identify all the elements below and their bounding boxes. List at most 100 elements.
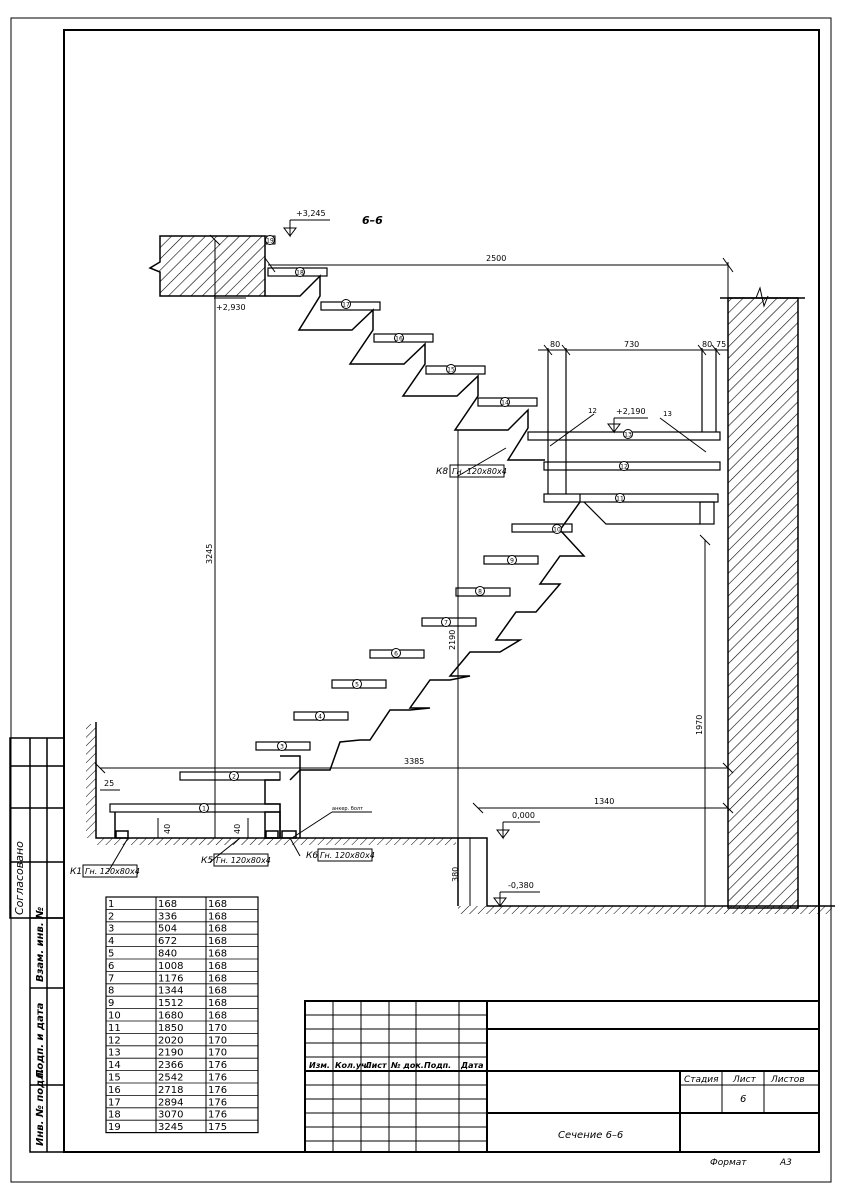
step-marker xyxy=(615,493,625,503)
step-marker xyxy=(446,364,456,374)
step-table-cell: 168 xyxy=(208,936,227,947)
dim-gap-40a: 40 xyxy=(163,824,172,834)
dim-landing-80b: 80 xyxy=(702,340,712,349)
step-table-cell: 2020 xyxy=(158,1035,183,1046)
dim-upper-span: 2500 xyxy=(486,254,506,263)
step-marker xyxy=(475,586,485,596)
left-hatch xyxy=(86,724,96,838)
step-table-cell: 9 xyxy=(108,998,114,1009)
dim-landing-80a: 80 xyxy=(550,340,560,349)
dim-wall-height: 1970 xyxy=(695,715,704,735)
step-table-cell: 14 xyxy=(108,1060,121,1071)
step-table-cell: 17 xyxy=(108,1097,121,1108)
lower-stringer xyxy=(289,501,586,781)
step-marker-label: 15 xyxy=(447,367,455,374)
step-table-cell: 2894 xyxy=(158,1097,183,1108)
step-table-cell: 168 xyxy=(208,899,227,910)
upper-stringer xyxy=(265,274,545,461)
stamp-agreed: Согласовано xyxy=(13,841,26,915)
step-table-cell: 2542 xyxy=(158,1073,183,1084)
step-marker xyxy=(623,429,633,439)
step-marker-label: 7 xyxy=(444,620,448,627)
tb-col-izm: Изм. xyxy=(309,1061,330,1070)
elev-floor: 0,000 xyxy=(512,811,535,820)
step-table-cell: 2190 xyxy=(158,1048,183,1059)
callout-k1: К1 Гн. 120х80х4 xyxy=(70,864,140,878)
tb-col-kol: Кол.уч. xyxy=(335,1061,370,1070)
tb-format-label: Формат xyxy=(710,1158,747,1168)
tb-stage: Стадия xyxy=(684,1075,719,1085)
k1-profile: Гн. 120х80х4 xyxy=(85,867,140,876)
step-table-cell: 168 xyxy=(208,973,227,984)
tb-format-value: А3 xyxy=(779,1158,792,1168)
upper-slab xyxy=(148,235,266,297)
step-table-cell: 13 xyxy=(108,1048,121,1059)
step-marker-label: 5 xyxy=(355,682,359,689)
dim-gap-40b: 40 xyxy=(233,824,242,834)
step-table-cell: 168 xyxy=(208,986,227,997)
k6-box xyxy=(317,848,373,862)
step-table-cell: 336 xyxy=(158,911,177,922)
callout-k5: К5 Гн. 120х80х4 xyxy=(201,853,271,867)
step-marker xyxy=(277,741,287,751)
step-table-cell: 1344 xyxy=(158,986,183,997)
step-marker xyxy=(394,333,404,343)
step-marker-label: 18 xyxy=(296,270,304,277)
pit-hatch-left xyxy=(458,906,487,914)
step-table-cell: 1 xyxy=(108,899,114,910)
wall-break-mark xyxy=(755,286,769,308)
step-marker-label: 17 xyxy=(342,302,350,309)
step-table-cell: 168 xyxy=(208,998,227,1009)
step-marker xyxy=(229,771,239,781)
step-table-cell: 19 xyxy=(108,1122,121,1133)
k8-profile: Гн. 120х80х4 xyxy=(452,467,507,476)
dimension-lines xyxy=(94,234,734,906)
k1-label: К1 xyxy=(70,867,82,877)
step-table-cell: 168 xyxy=(208,924,227,935)
step-table-cell: 168 xyxy=(208,911,227,922)
step-marker xyxy=(295,267,305,277)
k5-profile: Гн. 120х80х4 xyxy=(216,856,271,865)
dim-offset-25: 25 xyxy=(104,779,114,788)
title-block xyxy=(304,1000,820,1153)
step-table-cell: 1680 xyxy=(158,1011,183,1022)
tb-sheets: Листов xyxy=(770,1075,805,1085)
elev-top: +3,245 xyxy=(296,209,326,218)
step-table-cell: 10 xyxy=(108,1011,121,1022)
step-marker xyxy=(199,803,209,813)
floor-hatch xyxy=(96,838,456,845)
step-table-cell: 176 xyxy=(208,1060,227,1071)
dim-floor-span: 1340 xyxy=(594,797,614,806)
step-table-frame xyxy=(105,896,259,1134)
step-table-cell: 15 xyxy=(108,1073,121,1084)
k5-label: К5 xyxy=(201,856,213,866)
step-table-cell: 1512 xyxy=(158,998,183,1009)
step-table-cell: 5 xyxy=(108,949,114,960)
step-table-cell: 168 xyxy=(208,1011,227,1022)
step-table-cell: 7 xyxy=(108,973,114,984)
step-marker-label: 8 xyxy=(478,589,482,596)
step-marker-label: 4 xyxy=(318,714,322,721)
step-marker xyxy=(619,461,629,471)
tb-col-sign: Подп. xyxy=(424,1061,451,1070)
callout-k8: К8 Гн. 120х80х4 xyxy=(436,464,507,478)
step-table-cell: 2366 xyxy=(158,1060,183,1071)
step-marker xyxy=(507,555,517,565)
step-marker-label: 11 xyxy=(616,496,624,503)
step-marker-label: 19 xyxy=(266,238,274,245)
step-marker-label: 13 xyxy=(624,432,632,439)
elev-landing: +2,190 xyxy=(616,407,646,416)
pit-hatch xyxy=(487,906,832,914)
k8-box xyxy=(449,464,505,478)
step-table-cell: 168 xyxy=(208,961,227,972)
step-table-cell: 176 xyxy=(208,1097,227,1108)
step-marker-label: 9 xyxy=(510,558,514,565)
step-table-cell: 170 xyxy=(208,1048,227,1059)
step-table-cell: 3245 xyxy=(158,1122,183,1133)
step-table-cell: 672 xyxy=(158,936,177,947)
step-table-cell: 175 xyxy=(208,1122,227,1133)
step-marker xyxy=(552,524,562,534)
elev-lower: -0,380 xyxy=(508,881,534,890)
